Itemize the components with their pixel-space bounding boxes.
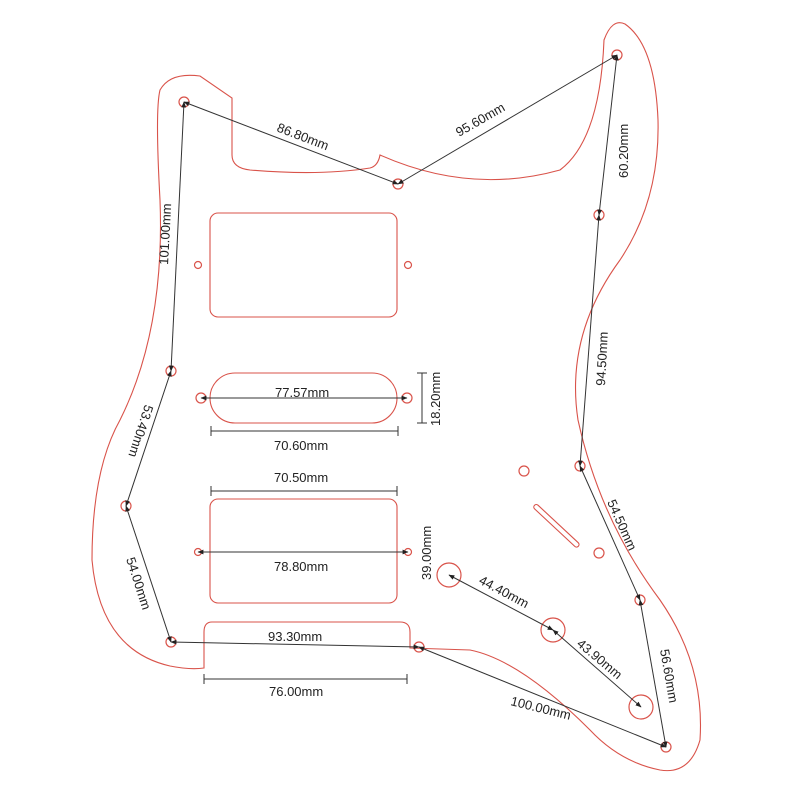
label-top-left-to-notch: 86.80mm [275,120,331,153]
dim-line-left-lower [125,505,172,643]
label-right-upper: 94.50mm [593,331,611,386]
label-bottom-screws: 93.30mm [268,629,322,644]
dim-bottom-cutout-width [203,674,408,684]
neck-humbucker-screw-right [403,260,413,270]
label-left-lower: 54.00mm [123,555,154,611]
switch-slot [533,503,580,548]
dim-single-coil-width [210,426,399,436]
dim-line-bottom-right [418,646,667,748]
dim-line-pot-1 [448,574,554,631]
dim-line-right-lower [579,465,641,601]
label-pot-2: 43.90mm [574,636,625,682]
dim-line-left-middle [125,370,172,507]
label-top-right-vertical: 60.20mm [616,124,631,178]
dim-line-right-upper [578,214,601,467]
neck-humbucker-screw-left [193,260,203,270]
label-single-coil-width: 70.60mm [274,438,328,453]
dimension-lines [125,54,668,748]
label-bottom-right: 100.00mm [509,693,572,722]
label-right-lower: 54.50mm [604,497,640,553]
label-humbucker-height: 39.00mm [419,526,434,580]
dim-line-top-left-to-notch [183,101,399,185]
label-pot-1: 44.40mm [477,572,532,611]
switch-screw-hole-top [518,465,530,477]
label-bottom-cutout-width: 76.00mm [269,684,323,699]
dim-line-left-upper [168,101,187,372]
label-humbucker-screws: 78.80mm [274,559,328,574]
dim-line-top-right-vertical [597,54,619,216]
neck-humbucker-cutout [209,212,398,318]
label-notch-to-top-right: 95.60mm [453,100,507,140]
label-left-middle: 53.40mm [125,403,156,459]
bridge-humbucker-cutout [209,498,398,604]
dim-humbucker-width [210,486,398,496]
label-right-bottom: 56.60mm [657,648,681,704]
dim-line-notch-to-top-right [397,54,618,185]
label-single-coil-height: 18.20mm [428,372,443,426]
label-single-coil-screws: 77.57mm [275,385,329,400]
label-humbucker-width: 70.50mm [274,470,328,485]
dimension-labels: 86.80mm 95.60mm 60.20mm 94.50mm 54.50mm … [123,100,681,723]
switch-screw-hole-bottom [593,547,605,559]
dim-line-bottom-screws [170,639,420,650]
label-left-upper: 101.00mm [156,203,174,265]
dim-line-pot-2 [552,629,642,708]
dim-single-coil-height [417,372,427,424]
